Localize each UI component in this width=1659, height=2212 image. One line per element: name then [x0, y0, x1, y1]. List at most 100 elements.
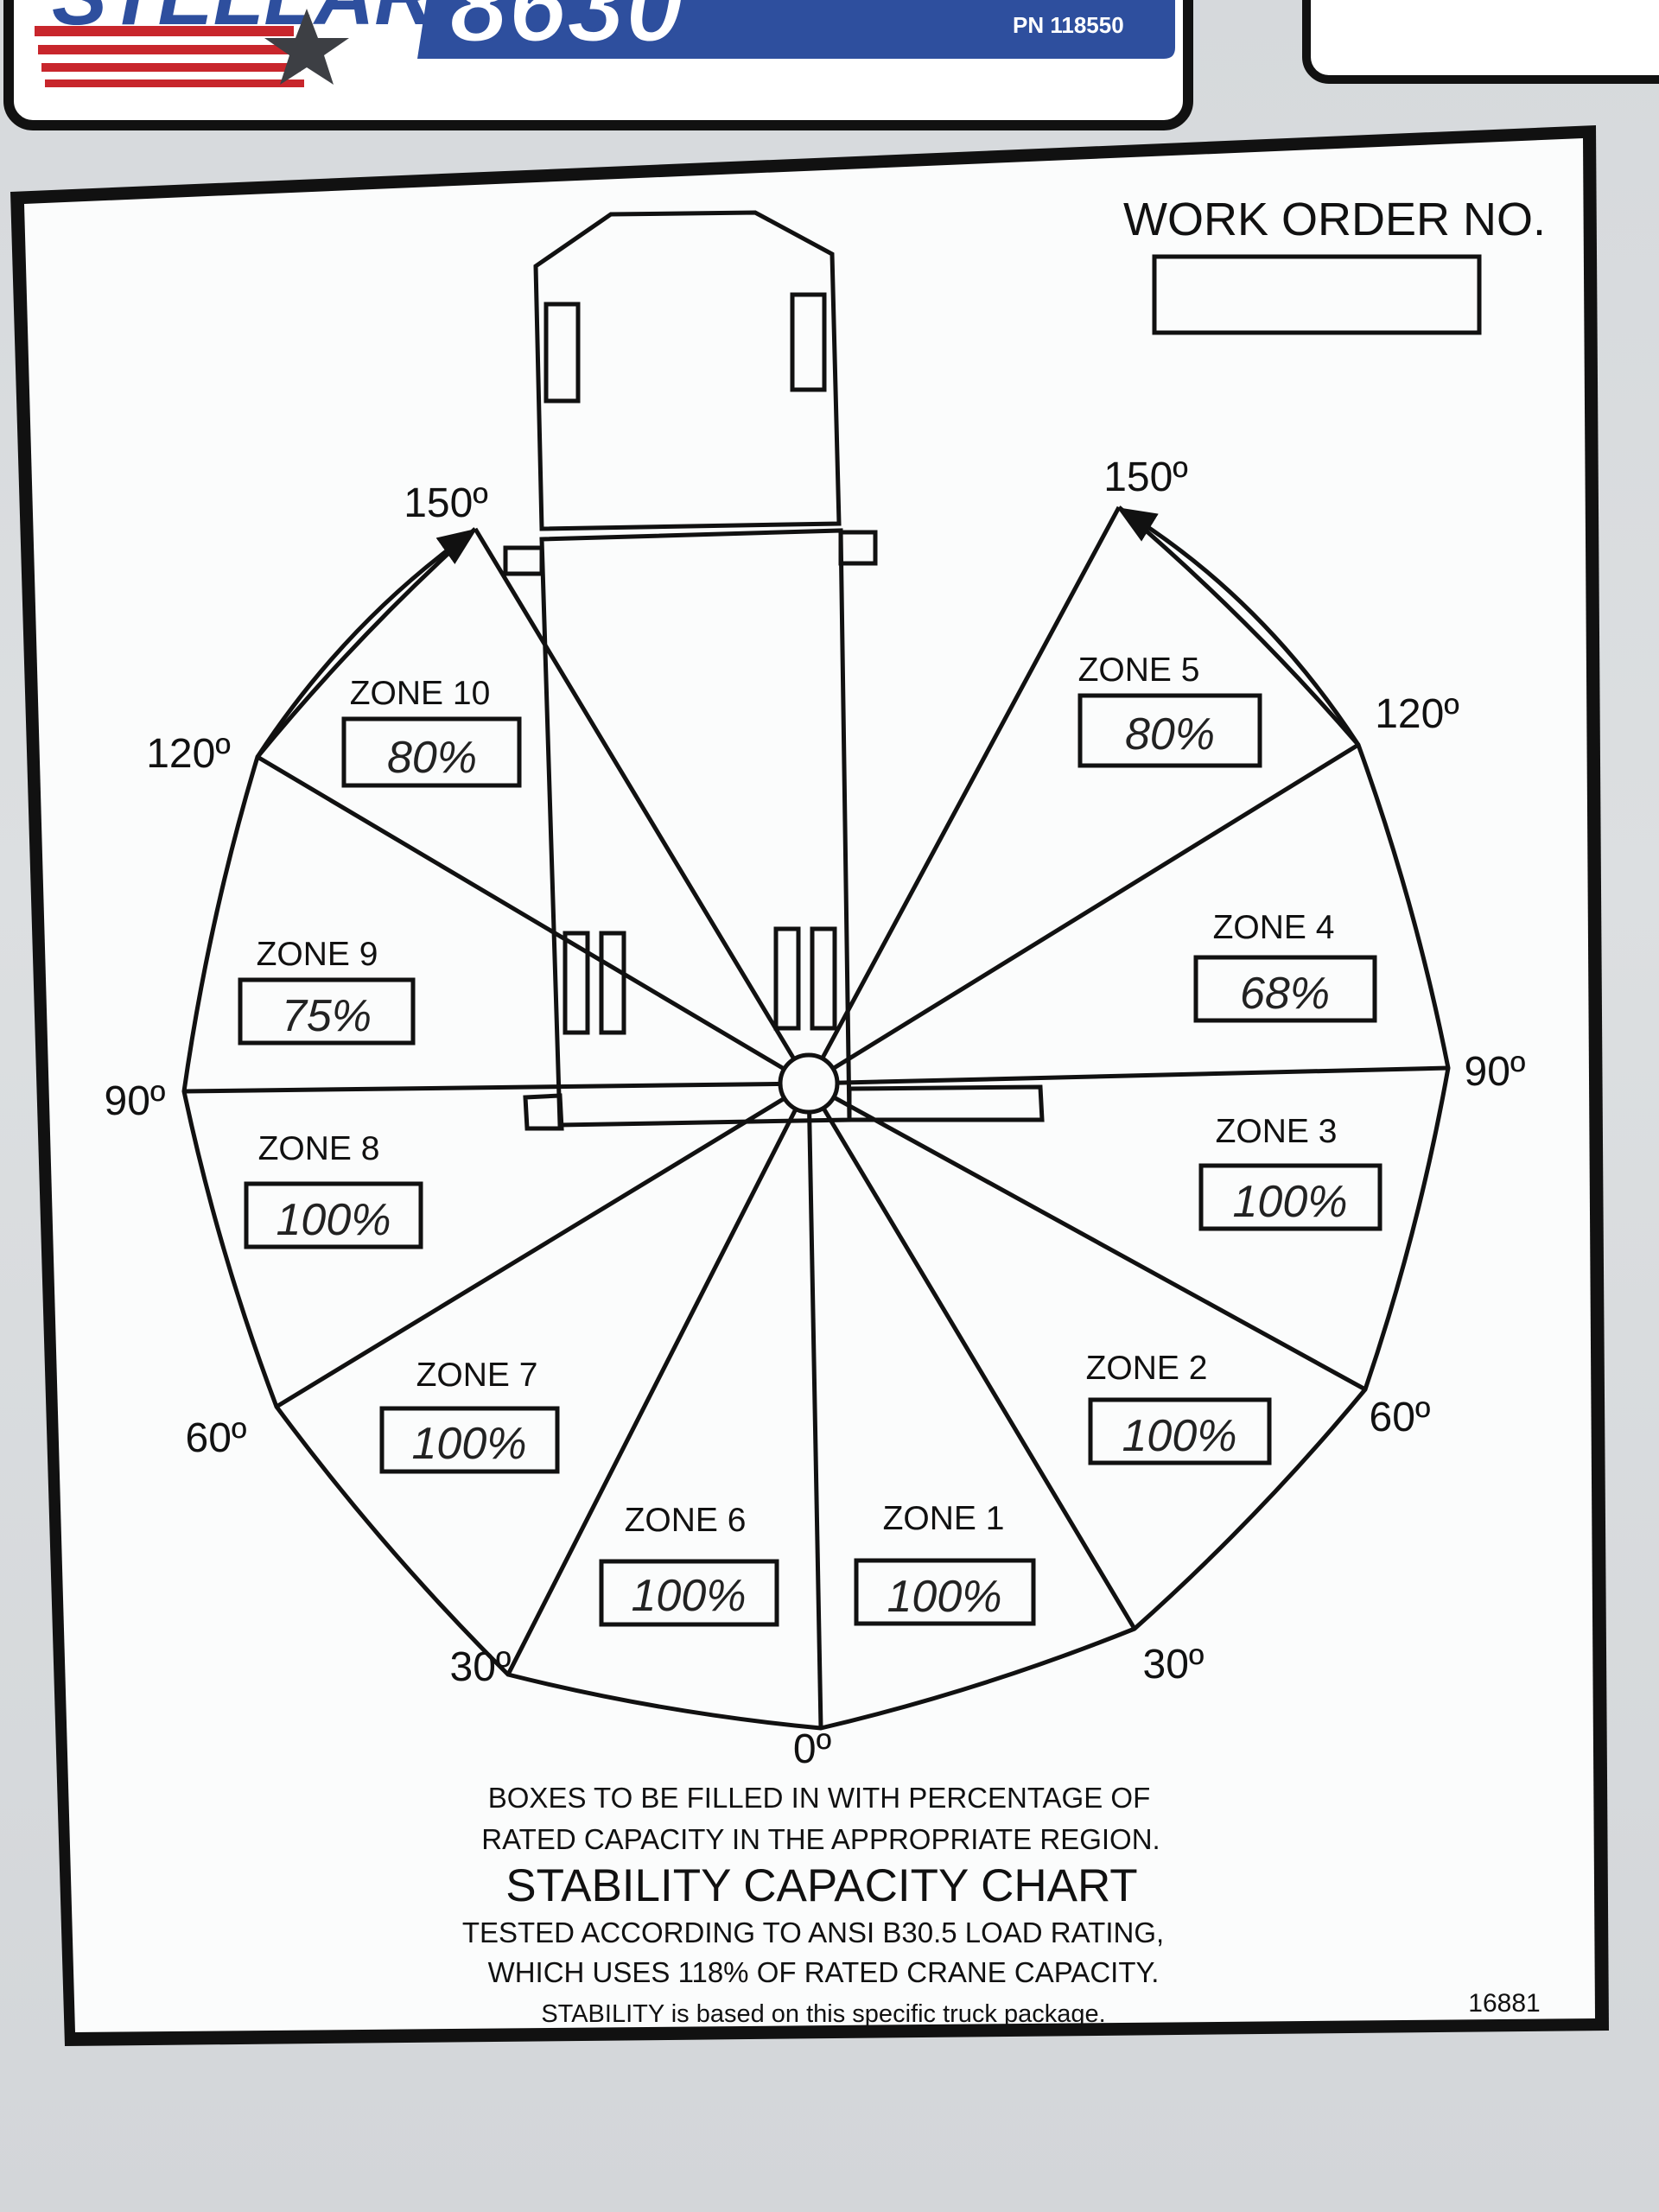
instruction-line-1: BOXES TO BE FILLED IN WITH PERCENTAGE OF [488, 1782, 1150, 1814]
part-number: PN 118550 [1013, 12, 1124, 38]
angle-label-120-left: 120º [146, 731, 231, 777]
zone-8: ZONE 8 100% [244, 1130, 423, 1249]
chart-title: STABILITY CAPACITY CHART [505, 1860, 1137, 1911]
zone-divider-60-right [807, 1081, 1367, 1392]
zone-9: ZONE 9 75% [238, 936, 416, 1046]
truck-outline [503, 210, 1045, 1131]
zone-divider-30-right [806, 1082, 1137, 1630]
angle-label-90-right: 90º [1465, 1049, 1526, 1095]
zone-3-label: ZONE 3 [1216, 1113, 1338, 1150]
zone-2: ZONE 2 100% [1086, 1350, 1272, 1465]
front-outrigger-right [838, 530, 878, 566]
zone-10-capacity-value: 80% [387, 733, 477, 783]
zone-3: ZONE 3 100% [1198, 1113, 1382, 1231]
zone-diagram [181, 505, 1451, 1731]
zone-divider-120-right [807, 742, 1360, 1086]
zone-divider-120-left [256, 754, 810, 1086]
zone-1: ZONE 1 100% [854, 1500, 1036, 1626]
front-outrigger-left [503, 545, 544, 576]
zone-1-capacity-value: 100% [887, 1572, 1002, 1622]
zone-7-capacity-value: 100% [412, 1419, 527, 1469]
zone-8-capacity-value: 100% [276, 1195, 391, 1245]
zone-4-label: ZONE 4 [1213, 909, 1335, 946]
zone-7: ZONE 7 100% [379, 1357, 560, 1474]
angle-label-30-left: 30º [450, 1644, 512, 1690]
angle-label-60-right: 60º [1370, 1395, 1431, 1440]
zone-5-label: ZONE 5 [1078, 652, 1200, 689]
secondary-label [1302, 0, 1659, 84]
product-label: STELLAR 8630 PN 118550 [3, 0, 1193, 130]
zone-9-label: ZONE 9 [257, 936, 378, 973]
angle-label-30-right: 30º [1143, 1642, 1205, 1688]
zone-6: ZONE 6 100% [599, 1502, 779, 1627]
zone-3-capacity-value: 100% [1233, 1177, 1348, 1227]
tested-line-1: TESTED ACCORDING TO ANSI B30.5 LOAD RATI… [462, 1916, 1164, 1948]
zone-4-capacity-value: 68% [1240, 969, 1330, 1019]
zone-1-capacity-box[interactable] [854, 1558, 1036, 1626]
angle-label-60-left: 60º [186, 1415, 247, 1461]
angle-label-150-right: 150º [1103, 454, 1188, 500]
zone-6-capacity-box[interactable] [599, 1559, 779, 1627]
zone-5-capacity-value: 80% [1125, 709, 1215, 760]
rear-wheel-left-2 [599, 931, 626, 1035]
zone-divider-0 [806, 1083, 823, 1729]
zone-1-label: ZONE 1 [883, 1500, 1005, 1537]
star-icon [264, 9, 349, 85]
zone-7-capacity-box[interactable] [379, 1406, 560, 1474]
stability-note: STABILITY is based on this specific truc… [541, 2000, 1105, 2028]
zone-divider-150-left [473, 527, 811, 1085]
zone-4-capacity-box[interactable] [1193, 955, 1377, 1023]
document-number: 16881 [1468, 1989, 1540, 2018]
zone-7-label: ZONE 7 [416, 1357, 538, 1394]
rear-wheel-right-2 [810, 926, 837, 1031]
zone-5: ZONE 5 80% [1077, 652, 1262, 768]
rotation-arrow-right [1116, 507, 1361, 747]
zone-divider-150-right [806, 505, 1122, 1085]
rear-outrigger-left [523, 1093, 564, 1131]
zone-10-label: ZONE 10 [350, 675, 491, 712]
work-order-label: WORK ORDER NO. [1123, 194, 1546, 245]
zone-2-capacity-box[interactable] [1088, 1397, 1272, 1465]
chart-footer: BOXES TO BE FILLED IN WITH PERCENTAGE OF… [462, 1782, 1164, 2028]
zone-divider-90-left [183, 1081, 810, 1094]
zone-4: ZONE 4 68% [1193, 909, 1377, 1023]
rotation-arrow-left [255, 528, 478, 759]
crane-pivot-center [778, 1052, 840, 1115]
cab-window-left [543, 302, 581, 404]
zone-10: ZONE 10 80% [341, 675, 522, 788]
stability-chart-sticker: WORK ORDER NO. 0º [10, 125, 1609, 2046]
rear-wheel-left-1 [563, 931, 590, 1035]
work-order-field[interactable] [1152, 254, 1482, 335]
brand-stripes [35, 26, 304, 87]
truck-cab [533, 210, 842, 531]
brand-logo-text: STELLAR [52, 0, 435, 42]
angle-label-90-left: 90º [105, 1078, 166, 1124]
zone-2-capacity-value: 100% [1122, 1411, 1237, 1461]
zone-6-label: ZONE 6 [625, 1502, 747, 1539]
zone-2-label: ZONE 2 [1086, 1350, 1208, 1387]
angle-label-150-left: 150º [404, 480, 488, 526]
instruction-line-2: RATED CAPACITY IN THE APPROPRIATE REGION… [481, 1823, 1160, 1855]
zone-8-capacity-box[interactable] [244, 1181, 423, 1249]
tested-line-2: WHICH USES 118% OF RATED CRANE CAPACITY. [488, 1956, 1160, 1988]
angle-label-120-right: 120º [1375, 691, 1459, 737]
angle-labels: 0º 30º 30º 60º 60º 90º 90º 120º 120º 150… [105, 454, 1526, 1772]
zone-divider-90-right [808, 1065, 1449, 1086]
zone-9-capacity-value: 75% [282, 991, 372, 1041]
zone-dividers [183, 505, 1449, 1729]
angle-label-0: 0º [793, 1726, 831, 1772]
zone-5-capacity-box[interactable] [1077, 693, 1262, 768]
rear-wheel-right-1 [773, 926, 801, 1031]
zone-9-capacity-box[interactable] [238, 977, 416, 1046]
zone-divider-30-left [505, 1082, 811, 1676]
zone-10-capacity-box[interactable] [341, 716, 522, 788]
cab-window-right [790, 292, 827, 392]
zone-6-capacity-value: 100% [632, 1571, 747, 1621]
model-banner [417, 0, 1175, 59]
model-number: 8630 [449, 0, 683, 64]
zone-3-capacity-box[interactable] [1198, 1163, 1382, 1231]
zone-divider-60-left [275, 1081, 810, 1409]
rear-outrigger-right [847, 1084, 1045, 1122]
zone-8-label: ZONE 8 [258, 1130, 380, 1167]
